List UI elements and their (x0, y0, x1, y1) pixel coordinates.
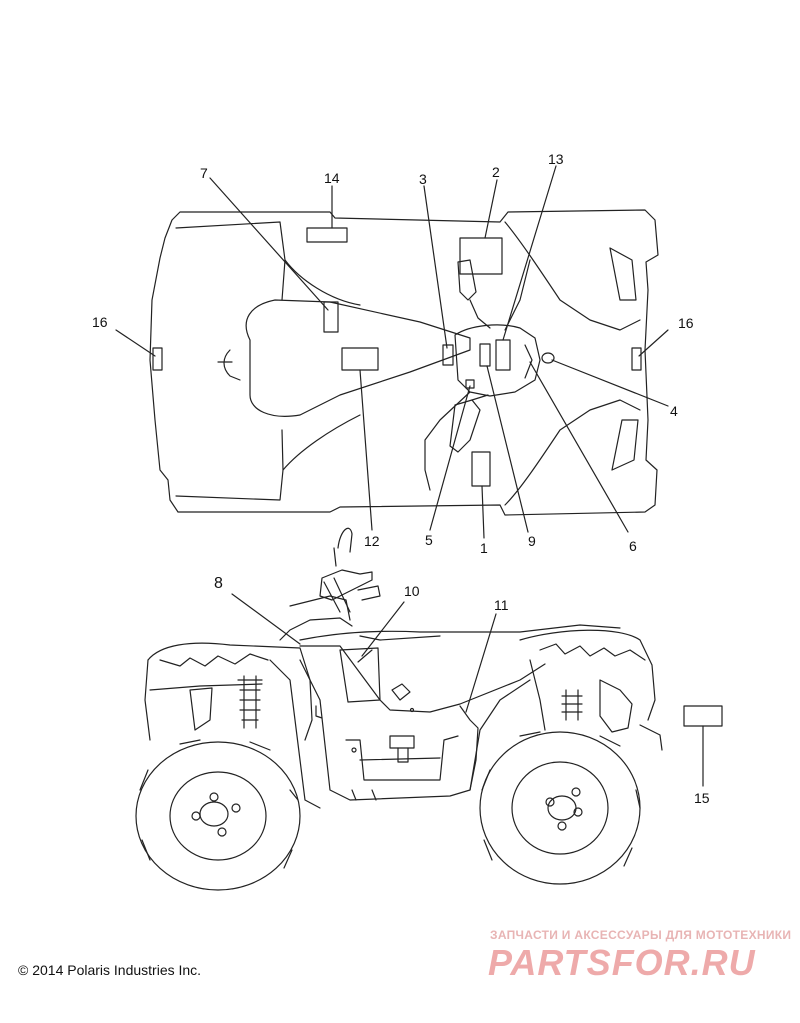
decal-13 (495, 339, 511, 371)
callout-8: 8 (214, 575, 223, 592)
rear-wheel (135, 741, 301, 891)
callout-5: 5 (425, 532, 433, 548)
front-wheel (479, 731, 641, 885)
callout-15: 15 (694, 790, 710, 806)
decal-15 (683, 705, 723, 727)
decal-side-small (389, 735, 415, 749)
decal-3 (442, 344, 454, 366)
callout-6: 6 (629, 538, 637, 554)
callout-10: 10 (404, 583, 420, 599)
callout-9: 9 (528, 533, 536, 549)
leader-lines-side (231, 593, 704, 787)
decal-14 (306, 227, 348, 243)
callout-3: 3 (419, 171, 427, 187)
decal-1 (471, 451, 491, 487)
decal-4 (541, 352, 555, 364)
copyright-notice: © 2014 Polaris Industries Inc. (18, 962, 202, 978)
callout-16-front: 16 (678, 315, 694, 331)
decal-2 (459, 237, 503, 275)
callout-16-rear: 16 (92, 314, 108, 330)
callout-1: 1 (480, 540, 488, 556)
decal-16-front (631, 347, 642, 371)
leader-lines-top (115, 165, 669, 539)
decal-12 (341, 347, 379, 371)
atv-side-view (135, 527, 723, 891)
callout-2: 2 (492, 164, 500, 180)
atv-top-view (149, 209, 659, 516)
decal-10 (339, 647, 381, 703)
callout-13: 13 (548, 151, 564, 167)
watermark-logo: PARTSFOR.RU (488, 942, 756, 983)
callout-4: 4 (670, 403, 678, 419)
callout-labels: 7 14 3 2 13 16 16 4 12 5 1 9 6 8 10 11 1… (92, 151, 710, 806)
callout-7: 7 (200, 165, 208, 181)
watermark-tagline: ЗАПЧАСТИ И АКСЕССУАРЫ ДЛЯ МОТОТЕХНИКИ (490, 928, 792, 942)
decal-9 (479, 343, 491, 367)
decal-7 (323, 301, 339, 333)
callout-12: 12 (364, 533, 380, 549)
callout-11: 11 (494, 597, 509, 613)
callout-14: 14 (324, 170, 340, 186)
decal-16-rear (152, 347, 163, 371)
decal-6 (524, 344, 533, 379)
